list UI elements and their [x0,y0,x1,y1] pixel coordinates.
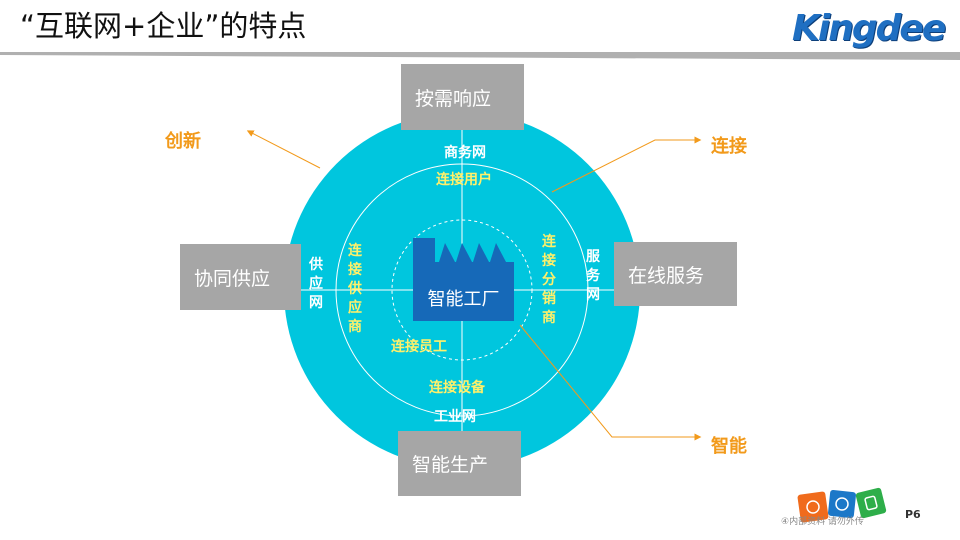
network-service-label: 服务网 [586,249,600,303]
slide-title: “互联网+企业”的特点 [20,9,307,43]
connect-users-label: 连接用户 [436,172,492,188]
feature-connection: 连接 [711,136,747,157]
footer-note: ④内部资料 请勿外传 [781,517,864,527]
factory-icon [413,238,514,321]
feature-intelligence: 智能 [711,436,747,457]
connect-suppliers-label: 连接供应商 [348,243,362,335]
product-badges-icon [797,487,887,523]
page-number: P6 [905,508,921,521]
network-supply-label: 供应网 [309,257,323,311]
connect-distributors-label: 连接分销商 [542,234,556,326]
box-collaborative-supply: 协同供应 [180,244,301,310]
box-on-demand: 按需响应 [401,64,524,130]
network-commerce-label: 商务网 [444,145,486,161]
box-online-service: 在线服务 [614,242,737,306]
arrow-intelligence [519,324,702,441]
arrow-innovation [246,130,321,169]
arrow-connection [551,136,702,193]
kingdee-logo: Kingdee [792,8,946,49]
connect-employees-label: 连接员工 [391,339,447,355]
feature-innovation: 创新 [165,131,201,152]
connect-devices-label: 连接设备 [429,380,485,396]
title-divider [0,52,960,60]
smart-factory-label: 智能工厂 [427,289,500,309]
network-industrial-label: 工业网 [434,409,476,425]
box-smart-production: 智能生产 [398,431,521,496]
